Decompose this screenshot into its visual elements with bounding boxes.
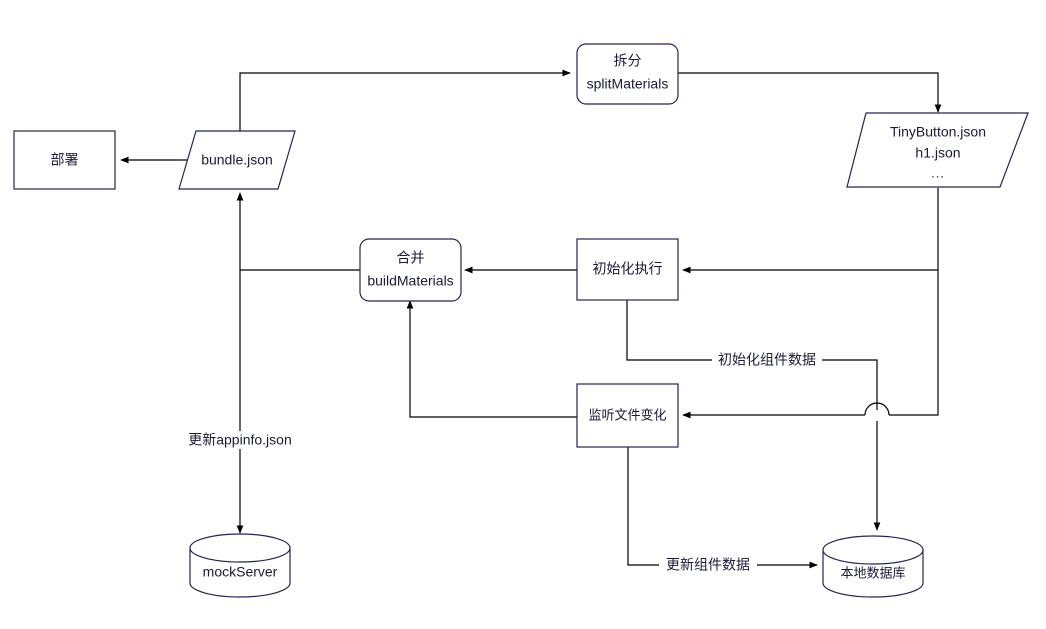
node-split-materials-line1: 拆分 xyxy=(614,53,642,69)
node-local-database-label: 本地数据库 xyxy=(840,565,905,580)
edge-label-update-component-data-text: 更新组件数据 xyxy=(666,557,750,573)
node-watch-files-label: 监听文件变化 xyxy=(588,407,666,422)
node-split-materials[interactable]: 拆分 splitMaterials xyxy=(576,43,679,105)
edge-label-update-appinfo-text: 更新appinfo.json xyxy=(188,432,292,448)
edge-label-init-component-data: 初始化组件数据 xyxy=(712,351,822,369)
node-json-files-line3: ... xyxy=(931,165,945,180)
node-build-materials[interactable]: 合并 buildMaterials xyxy=(359,238,462,302)
node-json-files-line1: TinyButton.json xyxy=(890,124,986,140)
edge-label-init-component-data-text: 初始化组件数据 xyxy=(718,352,816,368)
edge-bundle-to-split xyxy=(239,69,571,131)
edge-watch-to-build xyxy=(406,300,577,418)
node-json-files[interactable]: TinyButton.json h1.json ... xyxy=(846,112,1029,188)
edge-jsonfiles-to-init xyxy=(682,188,939,274)
node-build-materials-line2: buildMaterials xyxy=(367,273,453,289)
edge-split-to-jsonfiles xyxy=(678,72,942,113)
node-local-database[interactable]: 本地数据库 xyxy=(822,535,924,598)
node-deploy[interactable]: 部署 xyxy=(13,130,116,190)
edge-jsonfiles-to-watch xyxy=(889,270,939,416)
node-watch-files[interactable]: 监听文件变化 xyxy=(576,383,679,448)
node-bundle-json[interactable]: bundle.json xyxy=(178,130,296,190)
edge-label-update-component-data: 更新组件数据 xyxy=(659,556,757,574)
node-split-materials-line2: splitMaterials xyxy=(587,76,669,92)
node-build-materials-line1: 合并 xyxy=(397,250,425,266)
node-json-files-line2: h1.json xyxy=(915,145,960,161)
node-mock-server[interactable]: mockServer xyxy=(189,533,291,598)
node-init-execute[interactable]: 初始化执行 xyxy=(576,238,679,301)
node-init-execute-label: 初始化执行 xyxy=(593,261,663,277)
edge-watch-to-db xyxy=(627,447,818,569)
line-hop-arc xyxy=(864,402,890,416)
node-mock-server-label: mockServer xyxy=(203,564,278,580)
node-bundle-json-label: bundle.json xyxy=(201,152,273,168)
edge-label-update-appinfo: 更新appinfo.json xyxy=(182,431,298,449)
node-deploy-label: 部署 xyxy=(51,152,79,168)
